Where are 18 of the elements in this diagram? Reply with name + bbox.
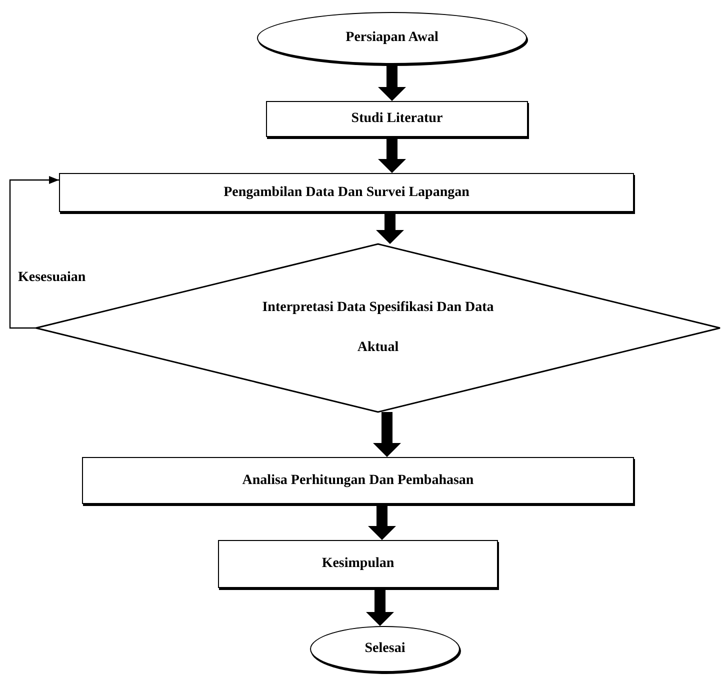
node-text: Analisa Perhitungan Dan Pembahasan (242, 472, 474, 490)
arrow (376, 212, 404, 244)
process-box (82, 457, 634, 504)
arrow (366, 588, 394, 626)
process-box (266, 101, 528, 137)
node-text: Pengambilan Data Dan Survei Lapangan (224, 184, 470, 202)
arrow (373, 412, 401, 457)
node-text: Selesai (364, 640, 406, 658)
node-text: Kesimpulan (322, 555, 394, 573)
node-text: Persiapan Awal (346, 29, 438, 47)
arrow (368, 504, 396, 540)
process-box (59, 173, 634, 212)
arrow (378, 64, 406, 101)
process-box (218, 540, 498, 588)
node-text: Interpretasi Data Spesifikasi Dan Data Aktual (261, 299, 495, 357)
node-text: Studi Literatur (351, 110, 443, 128)
arrow (378, 137, 406, 173)
arrow (9, 176, 59, 329)
